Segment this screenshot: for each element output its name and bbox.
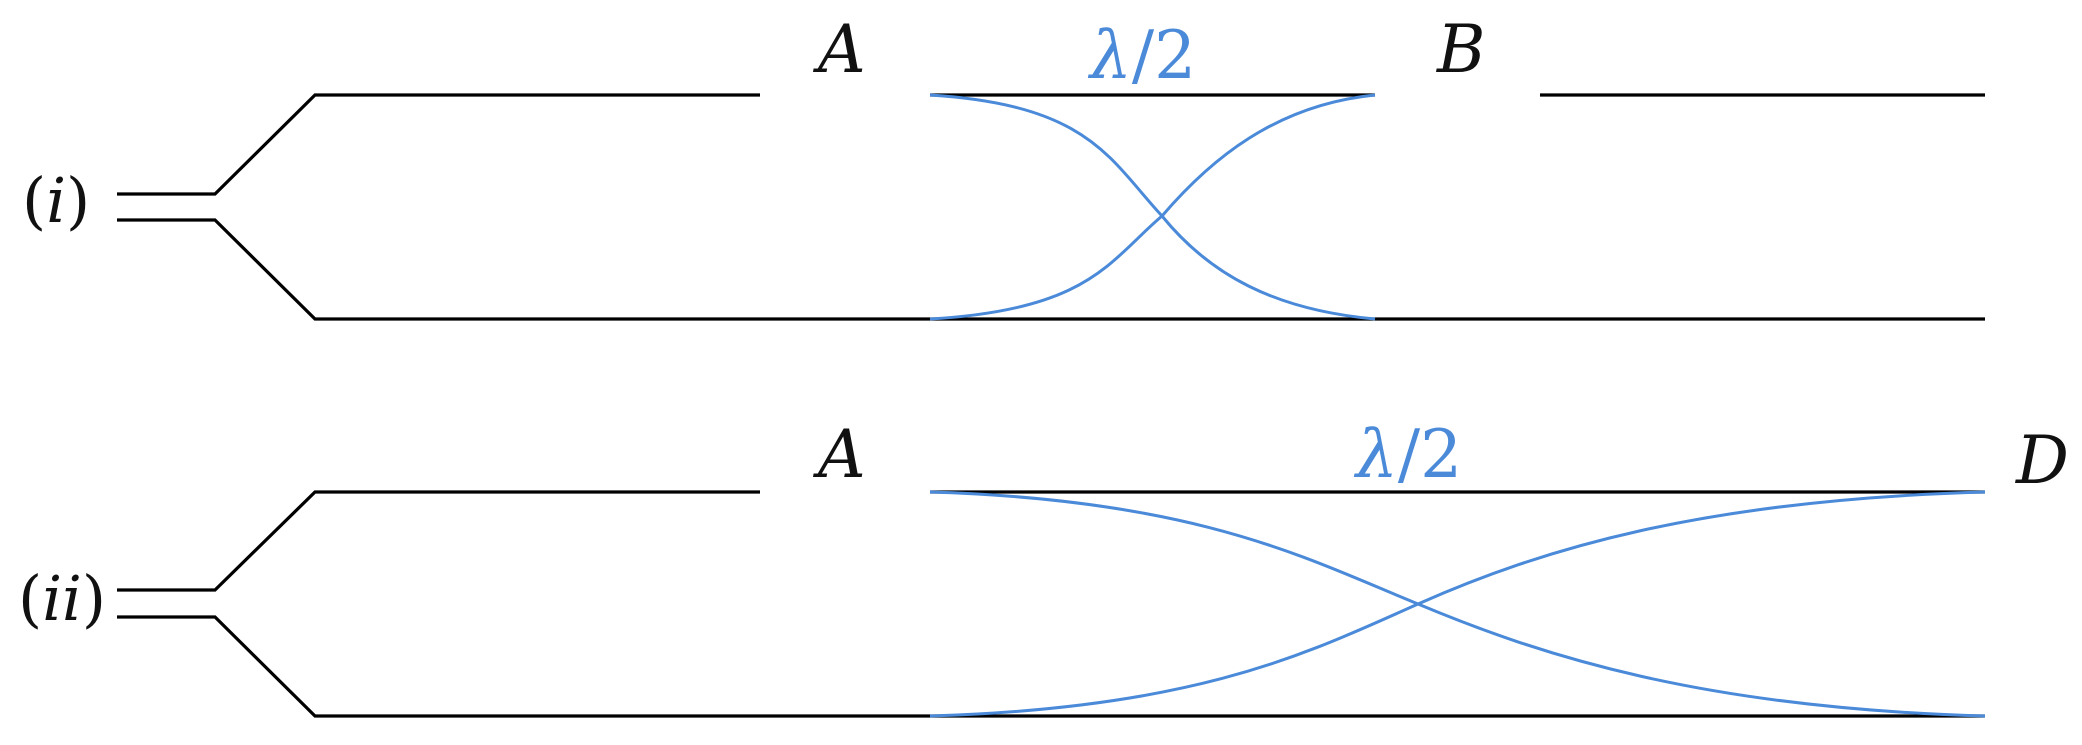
mode-label-half-wavelength: λ/2	[1087, 17, 1196, 94]
panel-ii: (ii) A D λ/2	[18, 416, 2069, 718]
panel-i: (i) A B λ/2	[22, 11, 1985, 321]
point-label-a: A	[812, 11, 866, 88]
mode-envelope-descending	[929, 490, 1986, 718]
point-label-d: D	[2015, 422, 2069, 499]
point-label-b: B	[1436, 11, 1486, 88]
case-label-ii: (ii)	[18, 562, 106, 635]
mode-envelope-descending	[929, 93, 1376, 321]
point-label-a: A	[812, 416, 866, 493]
mode-label-half-wavelength: λ/2	[1353, 416, 1462, 493]
case-label-i: (i)	[22, 164, 90, 237]
input-wire-upper	[117, 490, 760, 592]
mode-envelope-ascending	[929, 93, 1376, 321]
input-wire-upper	[117, 93, 760, 196]
mode-envelope-ascending	[929, 490, 1986, 718]
input-wire-lower	[117, 218, 1985, 321]
input-wire-lower	[117, 615, 1985, 718]
